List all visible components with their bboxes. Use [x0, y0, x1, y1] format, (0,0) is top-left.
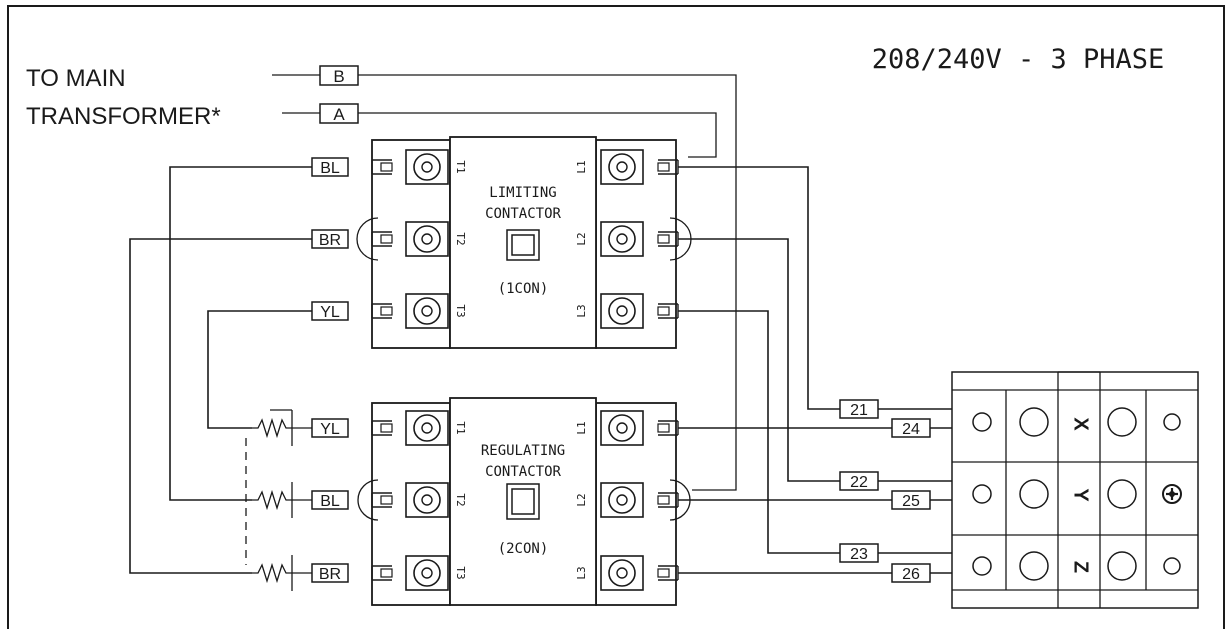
wire-label-br-lower: BR [311, 563, 349, 583]
wire-label-yl-lower: YL [311, 418, 349, 438]
svg-text:YL: YL [320, 304, 340, 321]
resistor-icon [245, 409, 293, 591]
svg-text:25: 25 [902, 493, 920, 510]
limiting-terminal-l1: L1 [575, 160, 588, 173]
regulating-terminal-l2: L2 [575, 493, 588, 506]
svg-text:BR: BR [319, 232, 341, 249]
transformer-label-line1: TO MAIN [26, 65, 126, 92]
phase-label-x: X [1070, 417, 1092, 431]
limiting-contactor-label: LIMITING [489, 185, 556, 201]
regulating-terminal-t2: T2 [454, 493, 467, 506]
regulating-contactor-label: REGULATING [481, 443, 565, 459]
limiting-terminal-l3: L3 [575, 304, 588, 317]
transformer-label-line2: TRANSFORMER* [26, 103, 221, 130]
transformer-wires [272, 74, 737, 491]
limiting-terminal-t1: T1 [454, 160, 467, 173]
svg-text:21: 21 [850, 402, 868, 419]
limiting-contactor: LIMITING CONTACTOR (1CON) T1 T2 T3 L1 L2… [356, 136, 692, 349]
wire-number-24: 24 [891, 418, 931, 438]
resistor-leads [292, 427, 312, 574]
regulating-contactor-id: (2CON) [498, 541, 549, 557]
limiting-terminal-t3: T3 [454, 304, 467, 317]
limiting-terminal-l2: L2 [575, 232, 588, 245]
limiting-contactor-id: (1CON) [498, 281, 549, 297]
svg-text:B: B [333, 67, 344, 86]
svg-text:26: 26 [902, 566, 920, 583]
terminal-block: X Y Z [951, 371, 1199, 609]
regulating-contactor-label2: CONTACTOR [485, 464, 561, 480]
wire-label-bl-lower: BL [311, 490, 349, 510]
wire-label-br-upper: BR [311, 229, 349, 249]
svg-text:24: 24 [902, 421, 920, 438]
wire-label-yl-upper: YL [311, 301, 349, 321]
limiting-terminal-t2: T2 [454, 232, 467, 245]
ground-icon [1162, 484, 1182, 504]
svg-text:23: 23 [850, 546, 868, 563]
svg-text:22: 22 [850, 474, 868, 491]
left-wiring [129, 166, 312, 574]
voltage-title: 208/240V - 3 PHASE [872, 44, 1165, 75]
wire-tag-a: A [319, 103, 359, 124]
regulating-terminal-l3: L3 [575, 566, 588, 579]
phase-label-z: Z [1070, 561, 1092, 573]
regulating-terminal-l1: L1 [575, 421, 588, 434]
wire-number-21: 21 [839, 399, 879, 419]
svg-text:A: A [333, 105, 345, 124]
diagram-border [7, 5, 1225, 629]
wire-number-23: 23 [839, 543, 879, 563]
svg-text:BL: BL [320, 493, 340, 510]
wire-number-25: 25 [891, 490, 931, 510]
svg-text:BL: BL [320, 160, 340, 177]
wire-number-22: 22 [839, 471, 879, 491]
regulating-terminal-t3: T3 [454, 566, 467, 579]
regulating-terminal-t1: T1 [454, 421, 467, 434]
limiting-contactor-label2: CONTACTOR [485, 206, 561, 222]
wire-number-26: 26 [891, 563, 931, 583]
regulating-contactor: REGULATING CONTACTOR (2CON) T1 T2 T3 L1 … [357, 397, 691, 606]
svg-text:YL: YL [320, 421, 340, 438]
wire-tag-b: B [319, 65, 359, 86]
svg-text:BR: BR [319, 566, 341, 583]
wire-label-bl-upper: BL [311, 157, 349, 177]
phase-label-y: Y [1070, 488, 1092, 502]
